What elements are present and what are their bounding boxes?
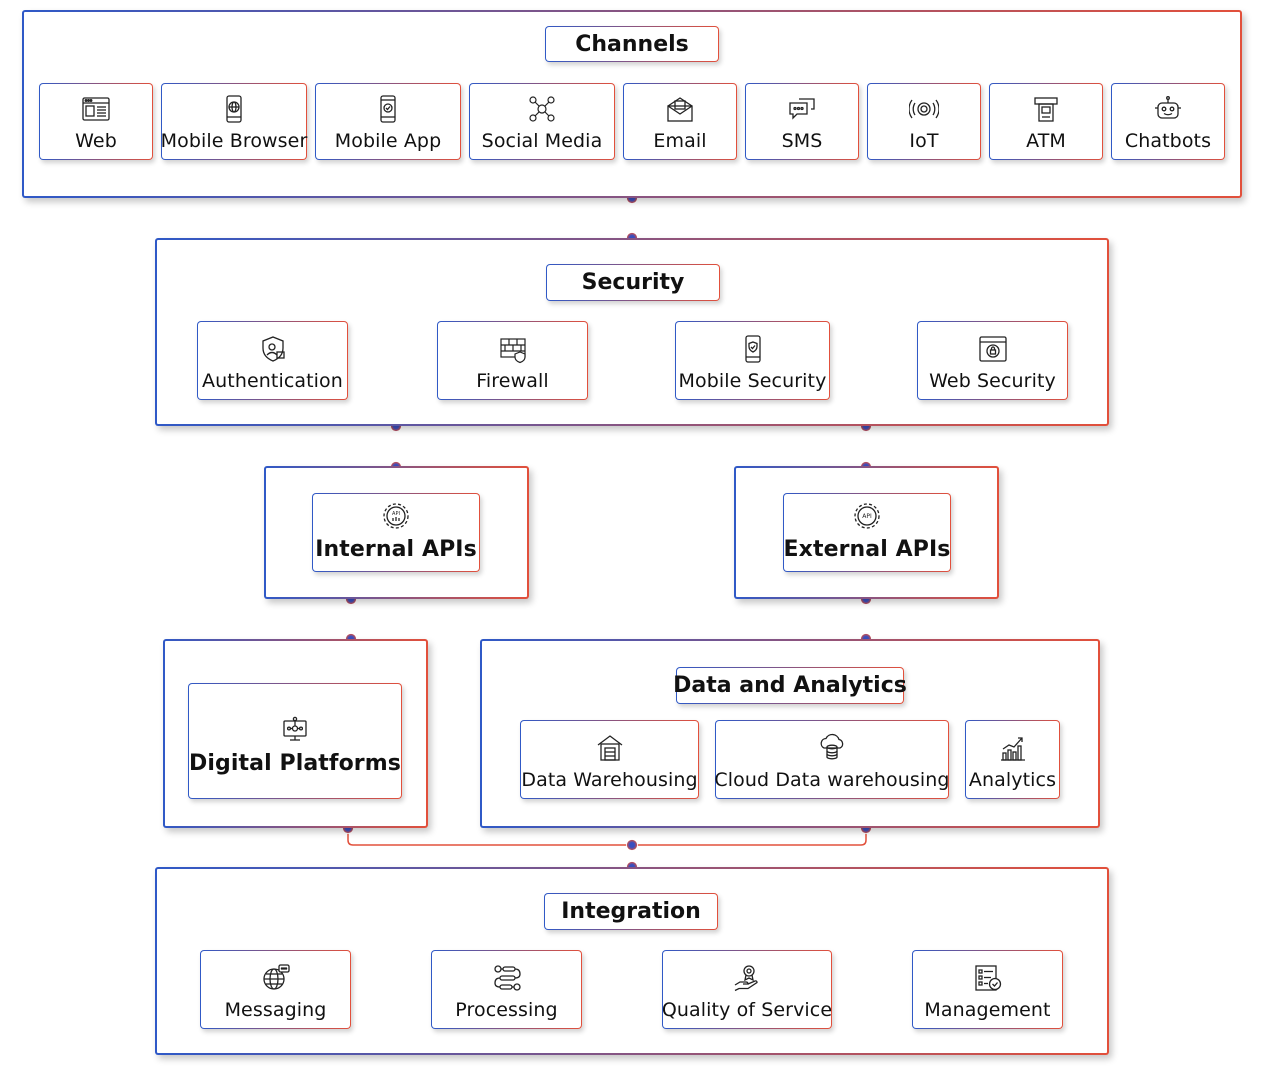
channel-label: ATM	[1026, 130, 1066, 152]
chat-bubbles-icon	[785, 92, 819, 126]
data-label: Data Warehousing	[521, 769, 698, 791]
warehouse-icon	[593, 731, 627, 765]
security-title: Security	[546, 264, 720, 301]
digital-platforms-label: Digital Platforms	[189, 751, 401, 776]
channel-card-atm[interactable]: ATM	[989, 83, 1103, 160]
social-network-icon	[525, 92, 559, 126]
channel-card-sms[interactable]: SMS	[745, 83, 859, 160]
internal-apis-label: Internal APIs	[315, 537, 477, 562]
globe-chat-icon	[259, 961, 293, 995]
api-gear-icon: API	[379, 499, 413, 533]
channel-label: Social Media	[481, 130, 603, 152]
integration-card-processing[interactable]: Processing	[431, 950, 582, 1029]
channel-label: Web	[75, 130, 117, 152]
bar-chart-icon	[996, 731, 1030, 765]
channel-label: Chatbots	[1124, 130, 1212, 152]
browser-lock-icon	[976, 332, 1010, 366]
integration-title: Integration	[544, 893, 718, 930]
svg-text:API: API	[862, 513, 872, 520]
integration-label: Messaging	[224, 999, 327, 1021]
data-card-analytics[interactable]: Analytics	[965, 720, 1060, 799]
svg-text:API: API	[392, 511, 400, 517]
channel-label: SMS	[781, 130, 823, 152]
channel-card-chatbots[interactable]: Chatbots	[1111, 83, 1225, 160]
channel-card-web[interactable]: Web	[39, 83, 153, 160]
mobile-globe-icon	[217, 92, 251, 126]
external-apis-card[interactable]: API External APIs	[783, 493, 951, 572]
digital-platforms-card[interactable]: Digital Platforms	[188, 683, 402, 799]
atm-machine-icon	[1029, 92, 1063, 126]
security-label: Firewall	[476, 370, 549, 392]
browser-window-icon	[79, 92, 113, 126]
mobile-check-icon	[371, 92, 405, 126]
security-card-firewall[interactable]: Firewall	[437, 321, 588, 400]
data-label: Cloud Data warehousing	[714, 769, 950, 791]
security-card-mobile-security[interactable]: Mobile Security	[675, 321, 830, 400]
security-label: Authentication	[202, 370, 343, 392]
integration-label: Quality of Service	[661, 999, 833, 1021]
data-label: Analytics	[968, 769, 1057, 791]
data-card-cloud-warehousing[interactable]: Cloud Data warehousing	[714, 720, 950, 799]
cloud-database-icon	[815, 731, 849, 765]
channel-label: IoT	[909, 130, 939, 152]
channel-label: Mobile Browser	[160, 130, 308, 152]
brick-wall-icon	[496, 332, 530, 366]
hand-award-icon	[730, 961, 764, 995]
security-card-authentication[interactable]: Authentication	[197, 321, 348, 400]
security-label: Web Security	[929, 370, 1056, 392]
robot-icon	[1151, 92, 1185, 126]
channels-title: Channels	[545, 26, 719, 62]
data-analytics-title: Data and Analytics	[673, 667, 907, 704]
shield-user-icon	[256, 332, 290, 366]
channel-card-email[interactable]: Email	[623, 83, 737, 160]
process-flow-icon	[490, 961, 524, 995]
envelope-icon	[663, 92, 697, 126]
integration-label: Processing	[455, 999, 558, 1021]
integration-card-management[interactable]: Management	[912, 950, 1063, 1029]
channel-label: Mobile App	[334, 130, 442, 152]
integration-card-quality-of-service[interactable]: Quality of Service	[662, 950, 832, 1029]
channel-label: Email	[653, 130, 707, 152]
checklist-icon	[971, 961, 1005, 995]
channel-card-mobile-browser[interactable]: Mobile Browser	[161, 83, 307, 160]
security-label: Mobile Security	[678, 370, 827, 392]
data-card-warehousing[interactable]: Data Warehousing	[520, 720, 699, 799]
external-apis-label: External APIs	[783, 537, 951, 562]
integration-card-messaging[interactable]: Messaging	[200, 950, 351, 1029]
security-card-web-security[interactable]: Web Security	[917, 321, 1068, 400]
internal-apis-card[interactable]: API Internal APIs	[312, 493, 480, 572]
channel-card-mobile-app[interactable]: Mobile App	[315, 83, 461, 160]
api-gear-icon: API	[850, 499, 884, 533]
mobile-shield-icon	[736, 332, 770, 366]
integration-label: Management	[924, 999, 1051, 1021]
channel-card-social-media[interactable]: Social Media	[469, 83, 615, 160]
monitor-network-icon	[278, 713, 312, 747]
channel-card-iot[interactable]: IoT	[867, 83, 981, 160]
iot-signal-icon	[907, 92, 941, 126]
